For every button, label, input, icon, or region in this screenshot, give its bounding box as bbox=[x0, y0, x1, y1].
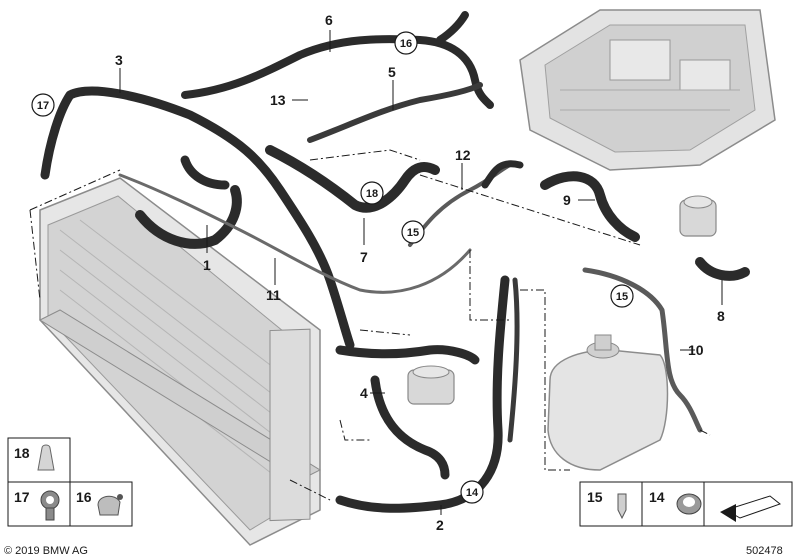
clip-15-icon bbox=[617, 493, 627, 520]
callout-7: 7 bbox=[360, 249, 368, 265]
callout-1: 1 bbox=[203, 257, 211, 273]
circled-callout-18: 18 bbox=[360, 181, 384, 205]
legend-18-label: 18 bbox=[14, 445, 30, 461]
radiator bbox=[38, 177, 322, 546]
leader-lines bbox=[119, 30, 723, 515]
callout-10: 10 bbox=[688, 342, 704, 358]
callout-labels: 1 2 3 4 5 6 7 8 9 10 11 12 13 bbox=[115, 12, 725, 533]
clip-18-icon bbox=[37, 444, 55, 471]
callout-8: 8 bbox=[717, 308, 725, 324]
svg-text:16: 16 bbox=[400, 38, 412, 50]
callout-2: 2 bbox=[436, 517, 444, 533]
circled-callout-16: 16 bbox=[394, 31, 418, 55]
callout-6: 6 bbox=[325, 12, 333, 28]
clip-16-icon bbox=[97, 494, 123, 516]
clip-14-icon bbox=[676, 493, 702, 515]
arrow-icon bbox=[720, 495, 782, 522]
clip-17-icon bbox=[40, 490, 60, 521]
callout-3: 3 bbox=[115, 52, 123, 68]
callout-12: 12 bbox=[455, 147, 471, 163]
svg-text:14: 14 bbox=[466, 487, 479, 499]
circled-callout-17: 17 bbox=[31, 93, 55, 117]
callout-13: 13 bbox=[270, 92, 286, 108]
svg-text:15: 15 bbox=[407, 227, 419, 239]
circled-callout-14: 14 bbox=[460, 480, 484, 504]
copyright-text: © 2019 BMW AG bbox=[4, 545, 88, 557]
svg-text:18: 18 bbox=[366, 188, 378, 200]
assembly-lines bbox=[29, 149, 711, 501]
callout-11: 11 bbox=[266, 287, 281, 303]
power-electronics-unit bbox=[519, 9, 776, 171]
svg-text:15: 15 bbox=[616, 291, 628, 303]
legend-15-label: 15 bbox=[587, 489, 603, 505]
svg-text:17: 17 bbox=[37, 100, 49, 112]
circled-callout-15-b: 15 bbox=[610, 284, 634, 308]
callout-5: 5 bbox=[388, 64, 396, 80]
callout-4: 4 bbox=[360, 385, 368, 401]
circled-callouts: 14 15 15 16 17 18 bbox=[31, 31, 634, 504]
expansion-tank bbox=[547, 334, 669, 471]
electric-pump-8 bbox=[679, 195, 717, 237]
coolant-hoses bbox=[40, 11, 750, 513]
pump-unit-4 bbox=[407, 365, 455, 405]
legend-16-label: 16 bbox=[76, 489, 92, 505]
circled-callout-15-a: 15 bbox=[401, 220, 425, 244]
diagram-number: 502478 bbox=[746, 545, 783, 557]
legend-14-label: 14 bbox=[649, 489, 665, 505]
legend-right: 15 14 bbox=[579, 481, 793, 527]
callout-9: 9 bbox=[563, 192, 571, 208]
legend-left: 18 17 16 bbox=[7, 437, 133, 527]
legend-17-label: 17 bbox=[14, 489, 30, 505]
